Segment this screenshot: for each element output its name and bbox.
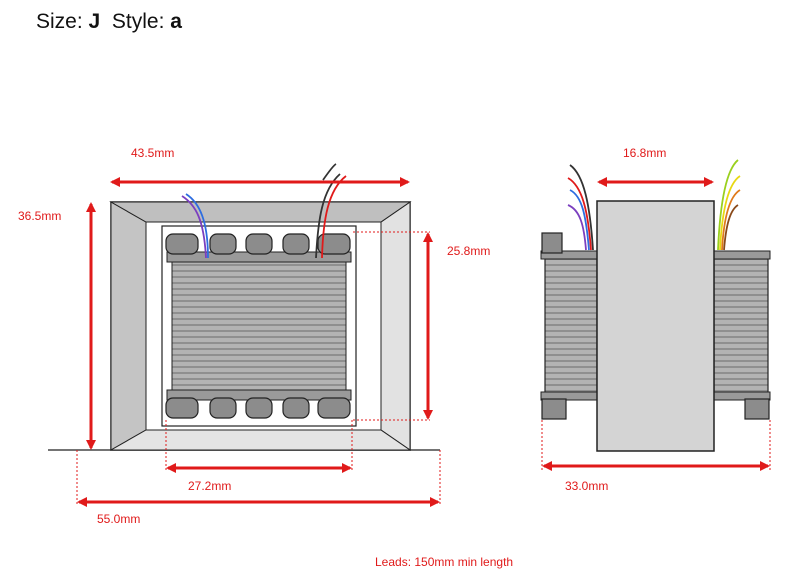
page-title: Size: J Style: a: [36, 10, 182, 34]
front-terminal-bottom-1: [165, 397, 199, 419]
dimension-lines: [76, 177, 771, 507]
side-leads-right: [717, 159, 741, 251]
style-value: a: [170, 10, 182, 33]
front-terminal-top-5: [317, 233, 351, 255]
front-terminal-top-2: [209, 233, 237, 255]
front-winding: [171, 261, 347, 391]
front-core-left-bevel: [110, 201, 147, 451]
front-terminal-top-3: [245, 233, 273, 255]
front-core-top-bevel: [109, 201, 412, 223]
size-value: J: [88, 10, 101, 33]
side-winding-left: [544, 255, 598, 395]
side-core: [596, 200, 715, 452]
side-terminal-top: [541, 232, 563, 254]
front-view: [48, 163, 440, 451]
front-terminal-bottom-3: [245, 397, 273, 419]
dim-winding-height-label: 25.8mm: [447, 244, 490, 258]
front-core-bottom-bevel: [109, 429, 412, 451]
dim-side-depth-label: 33.0mm: [565, 479, 608, 493]
dim-front-width-label: 43.5mm: [131, 146, 174, 160]
side-view: [540, 159, 771, 452]
front-terminal-bottom-5: [317, 397, 351, 419]
dim-base-width-label: 55.0mm: [97, 512, 140, 526]
side-leads-left: [567, 164, 594, 251]
front-terminal-bottom-2: [209, 397, 237, 419]
side-flange-top-right: [713, 250, 771, 260]
side-terminal-bottom-right: [744, 398, 770, 420]
side-terminal-bottom-left: [541, 398, 567, 420]
dim-side-core-label: 16.8mm: [623, 146, 666, 160]
style-label: Style:: [111, 10, 165, 33]
dim-winding-width-label: 27.2mm: [188, 479, 231, 493]
front-terminal-top-4: [282, 233, 310, 255]
front-terminal-top-1: [165, 233, 199, 255]
leads-note: Leads: 150mm min length: [375, 555, 514, 569]
front-terminal-bottom-4: [282, 397, 310, 419]
size-label: Size:: [36, 10, 83, 33]
dim-front-height-label: 36.5mm: [18, 209, 61, 223]
front-core-right-bevel: [380, 201, 411, 451]
side-winding-right: [713, 255, 769, 395]
